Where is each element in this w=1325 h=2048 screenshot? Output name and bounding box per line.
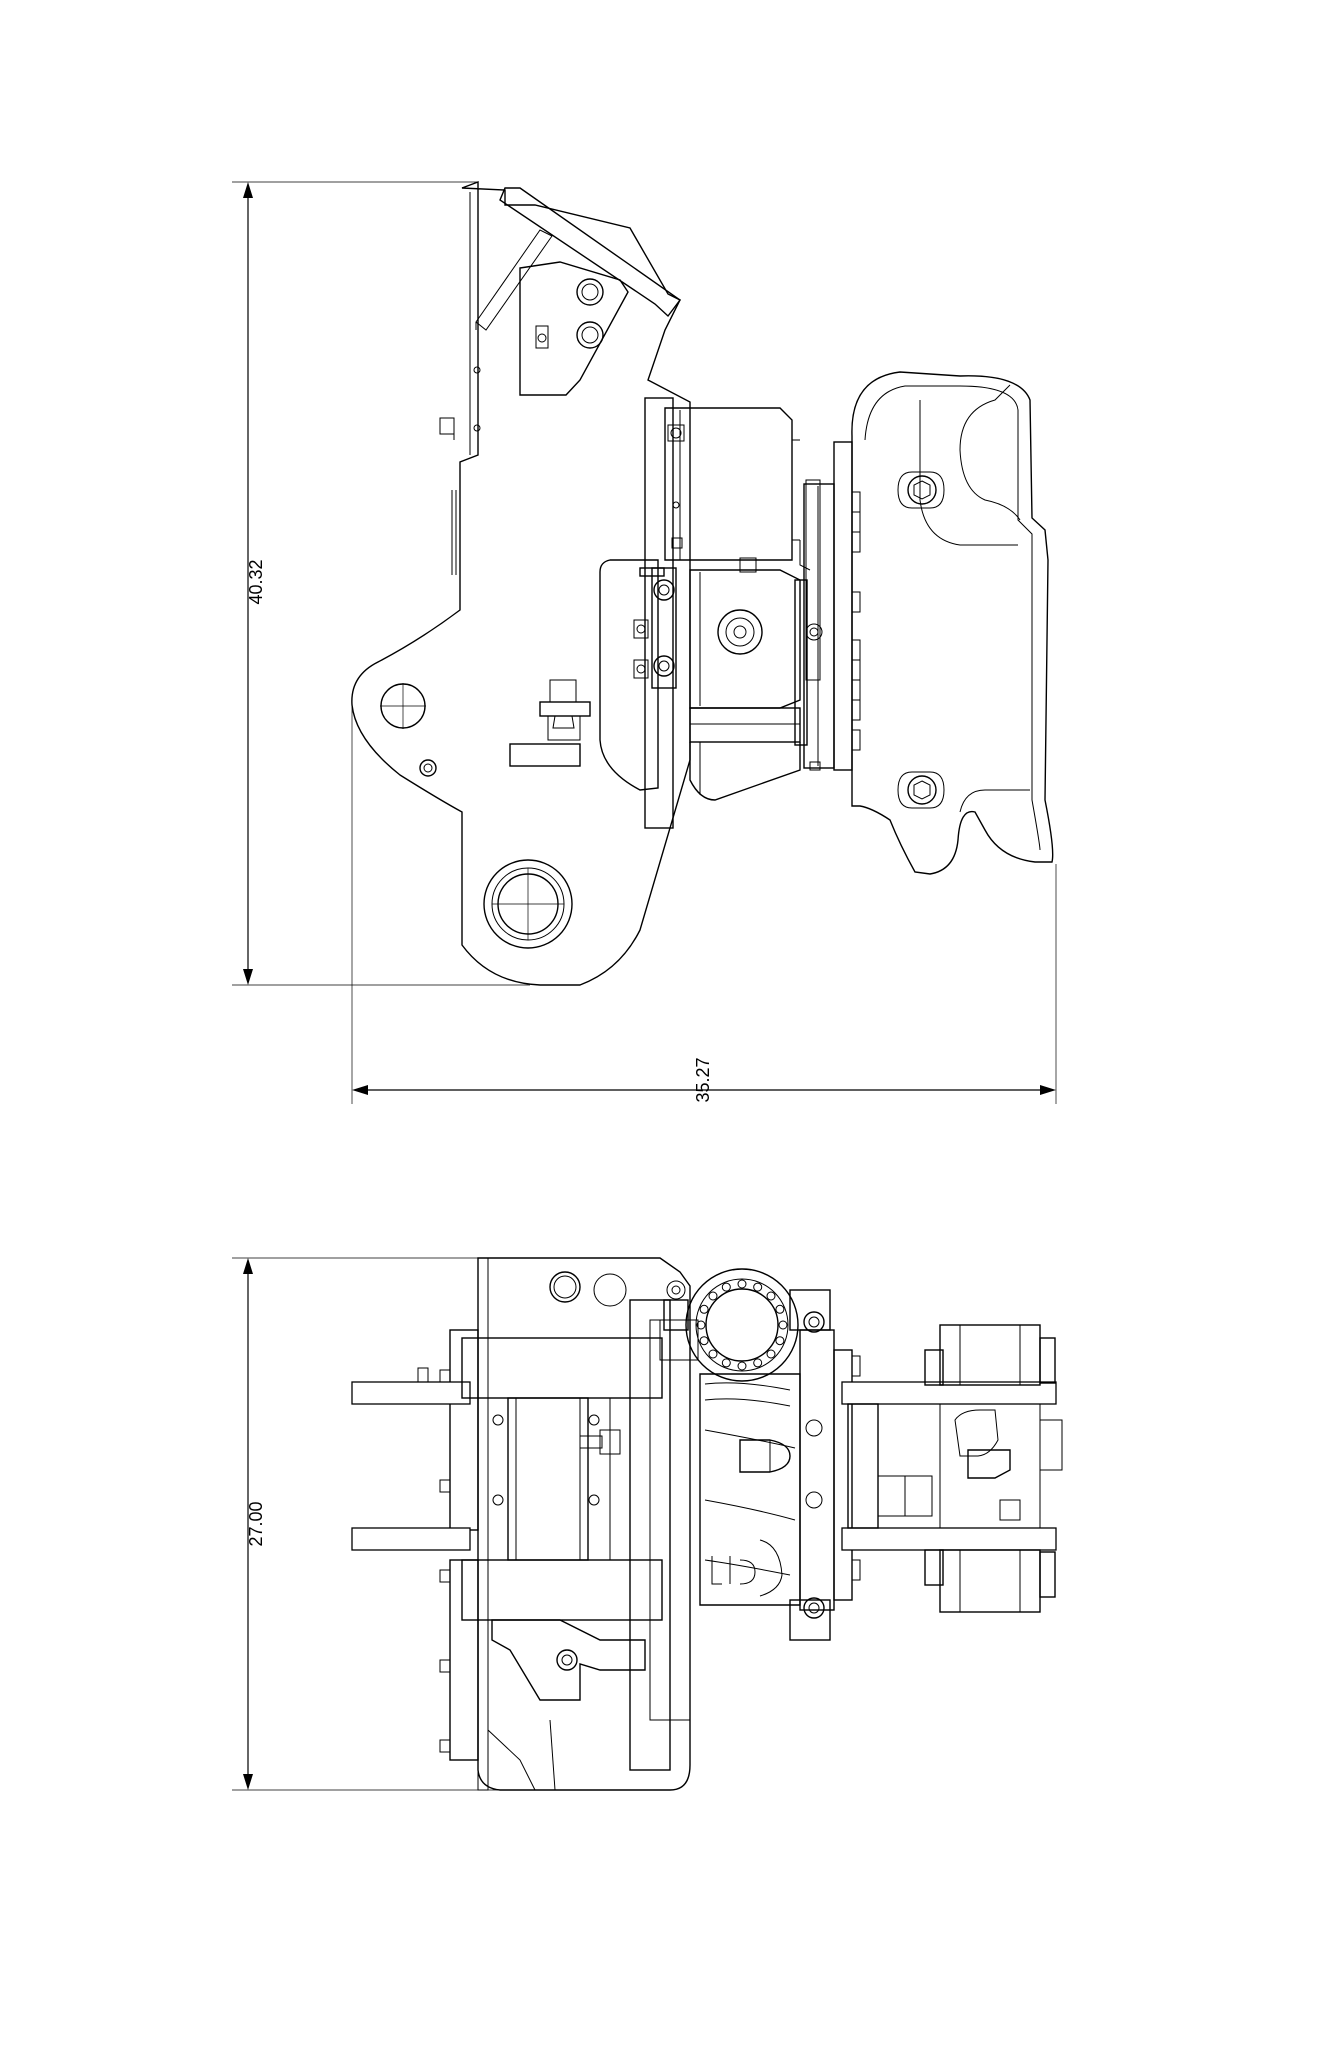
grease-nipple bbox=[739, 1439, 791, 1473]
top-width-dimension-label: 27.00 bbox=[246, 1501, 266, 1546]
gearbox bbox=[651, 479, 821, 801]
coupler-bolt-upper bbox=[897, 471, 945, 509]
coupler-arm-lower bbox=[841, 1527, 1057, 1551]
main-pivot-outer bbox=[483, 859, 573, 949]
slew-ring-bolt bbox=[775, 1304, 785, 1314]
fitting-bracket bbox=[539, 701, 591, 717]
top-view: 27.00 bbox=[232, 1257, 1063, 1791]
label-plate bbox=[509, 743, 581, 767]
width-dimension-side: 35.27 bbox=[351, 700, 1057, 1104]
height-dimension-label: 40.32 bbox=[246, 559, 266, 604]
quick-coupler bbox=[851, 371, 1054, 875]
slew-ring-bolt bbox=[699, 1304, 709, 1314]
gearbox-center-shaft bbox=[717, 609, 763, 655]
slew-ring-bolt bbox=[721, 1358, 731, 1368]
arm-upper-left bbox=[351, 1381, 471, 1405]
slew-ring-bolt bbox=[778, 1320, 788, 1330]
top-bolt-1 bbox=[549, 1271, 581, 1303]
slew-ring-bolt bbox=[737, 1361, 747, 1371]
rotator-body bbox=[699, 1373, 801, 1606]
slew-ring-bolt bbox=[775, 1336, 785, 1346]
drive-bracket bbox=[599, 559, 659, 791]
coupler-housing bbox=[877, 1324, 1063, 1613]
arm-lower-left bbox=[351, 1527, 471, 1551]
valve-bracket bbox=[519, 261, 629, 396]
bolt-small bbox=[419, 759, 437, 777]
main-body-plate bbox=[351, 180, 691, 986]
bottom-bracket bbox=[491, 1619, 646, 1701]
width-dimension-top: 27.00 bbox=[232, 1257, 520, 1791]
slew-ring-bolt bbox=[708, 1291, 718, 1301]
slew-ring-bolt bbox=[721, 1282, 731, 1292]
slew-ring bbox=[685, 1268, 799, 1382]
slew-ring-bolt bbox=[766, 1291, 776, 1301]
slew-ring-bolt bbox=[696, 1320, 706, 1330]
hydraulic-port-lower bbox=[576, 321, 604, 349]
logo-mark bbox=[711, 1556, 756, 1585]
slew-ring-bolt bbox=[699, 1336, 709, 1346]
slew-ring-bolt bbox=[766, 1349, 776, 1359]
slew-ring-bolt bbox=[753, 1282, 763, 1292]
side-view: 40.32 35.27 bbox=[232, 180, 1057, 1104]
top-frame-body bbox=[477, 1257, 691, 1791]
slew-ring-bolt bbox=[708, 1349, 718, 1359]
upper-angled-plate bbox=[499, 187, 681, 318]
hydraulic-port-upper bbox=[576, 278, 604, 306]
slew-ring-bolt bbox=[753, 1358, 763, 1368]
center-pin bbox=[507, 1397, 589, 1561]
coupler-bolt-lower bbox=[897, 771, 945, 809]
slew-ring-bolt bbox=[737, 1279, 747, 1289]
width-dimension-label: 35.27 bbox=[693, 1057, 713, 1102]
height-dimension-side: 40.32 bbox=[232, 181, 530, 986]
motor-housing bbox=[644, 397, 811, 829]
